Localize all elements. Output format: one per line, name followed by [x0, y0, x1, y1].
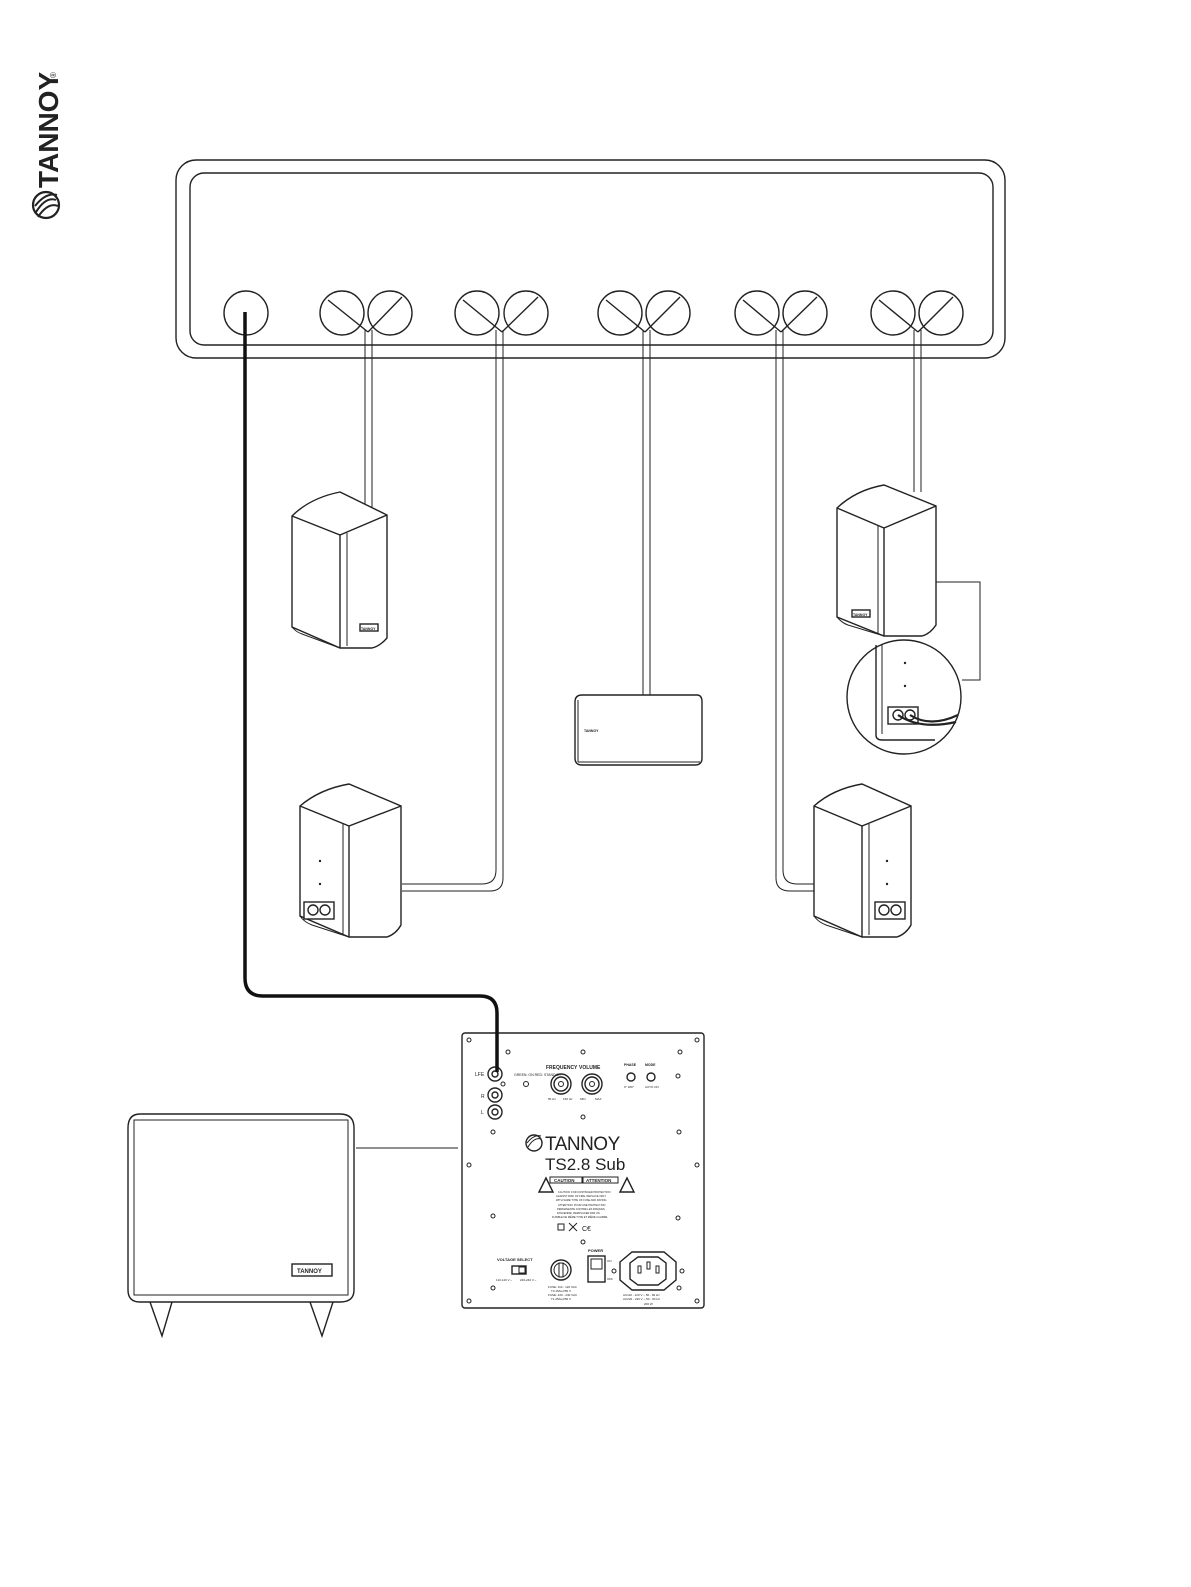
mode-values: AUTO ON	[645, 1085, 659, 1089]
r-input-jack	[487, 1087, 503, 1103]
lfe-label: LFE	[475, 1072, 485, 1078]
power-off-label: OFF	[607, 1277, 613, 1281]
tannoy-logo: TANNOY ®	[31, 72, 64, 220]
attention-warning-icon	[618, 1176, 636, 1193]
tannoy-swirl-icon	[31, 190, 61, 220]
warning-line-1: CAUTION: FOR CONTINUED PROTECTION	[558, 1190, 611, 1194]
status-led	[523, 1081, 529, 1087]
center-badge: TANNOY	[584, 729, 599, 733]
fuse-holder	[550, 1259, 572, 1281]
fuse-line-3: FUSE: 220 - 240 VAC	[548, 1293, 578, 1297]
speaker-wires	[356, 330, 981, 1149]
ac-line-1: AC110 - 120 V ~ 50 - 60 Hz	[623, 1293, 660, 1297]
tannoy-logo-text: TANNOY	[33, 72, 64, 188]
frequency-max-label: 150 Hz	[563, 1097, 573, 1101]
weee-bin-icon	[568, 1222, 578, 1232]
front-left-speaker: TANNOY	[291, 491, 388, 649]
front-right-badge: TANNOY	[853, 613, 868, 617]
panel-model: TS2.8 Sub	[545, 1155, 625, 1174]
registered-mark: ®	[49, 72, 58, 78]
frequency-min-label: 50 Hz	[548, 1097, 556, 1101]
voltage-select-label: VOLTAGE SELECT	[497, 1257, 533, 1262]
fuse-line-4: T1.25AL/250 V	[551, 1297, 571, 1301]
volume-min-label: MIN	[580, 1097, 586, 1101]
mode-switch	[646, 1072, 656, 1082]
fuse-line-1: FUSE: 110 - 120 VAC	[548, 1285, 578, 1289]
receiver-surround-left-terminals	[454, 290, 549, 336]
double-insulation-icon	[557, 1223, 565, 1231]
warning-line-6: D'INCENDIE, REMPLACER PAR UN	[557, 1211, 600, 1215]
ac-watts: 200 W	[644, 1302, 653, 1306]
phase-switch	[626, 1072, 636, 1082]
volume-label: VOLUME	[579, 1065, 601, 1071]
receiver-surround-right-terminals	[734, 290, 828, 336]
power-label: POWER	[588, 1248, 603, 1253]
lfe-input-jack	[487, 1066, 503, 1082]
frequency-label: FREQUENCY	[546, 1065, 578, 1071]
av-receiver	[175, 159, 1006, 359]
input-r-label: R	[481, 1094, 485, 1100]
receiver-center-terminals	[597, 290, 691, 336]
subwoofer-cabinet: TANNOY	[127, 1113, 355, 1339]
subwoofer-rear-panel: LFE R L GREEN: ON RED: STAND BY FREQUENC…	[461, 1032, 705, 1309]
volume-knob	[581, 1073, 603, 1095]
fuse-line-2: T3.15AL/250 V	[551, 1289, 571, 1293]
caution-label: CAUTION	[554, 1178, 575, 1183]
caution-warning-icon	[537, 1176, 555, 1193]
warning-line-3: WITH SAME TYPE OF FUSE AND RATING	[556, 1198, 607, 1202]
status-led-label: GREEN: ON RED: STAND BY	[514, 1073, 562, 1077]
surround-right-speaker	[813, 783, 912, 938]
subwoofer-badge: TANNOY	[297, 1269, 322, 1275]
l-input-jack	[487, 1104, 503, 1120]
frequency-knob	[550, 1073, 572, 1095]
voltage-220-label: 220-240 V ~	[520, 1278, 537, 1282]
receiver-front-left-terminals	[319, 290, 413, 336]
terminal-detail-magnifier	[846, 639, 962, 755]
power-switch	[587, 1255, 606, 1283]
warning-line-5: PERMANENTE CONTRE LES RISQUES	[557, 1207, 605, 1211]
input-l-label: L	[481, 1110, 484, 1116]
mode-label: MODE	[645, 1063, 656, 1067]
front-right-speaker: TANNOY	[836, 484, 937, 637]
warning-line-4: ATTENTION: POUR UNE PROTECTION	[558, 1203, 605, 1207]
phase-label: PHASE	[624, 1063, 637, 1067]
front-left-badge: TANNOY	[361, 627, 376, 631]
lfe-cable	[243, 312, 499, 1072]
ce-mark-icon: C€	[582, 1226, 591, 1233]
volume-max-label: MAX	[595, 1097, 602, 1101]
power-on-label: ON	[607, 1259, 612, 1263]
panel-logo: TANNOY	[545, 1134, 621, 1155]
warning-line-7: FUSIBLE DE MÊME TYPE ET MÊME CALIBRE	[552, 1214, 608, 1219]
receiver-front-right-terminals	[870, 290, 964, 336]
voltage-select-switch	[511, 1265, 527, 1275]
surround-left-speaker	[299, 783, 402, 938]
phase-values: 0° 180°	[624, 1085, 635, 1089]
panel-tannoy-swirl-icon	[525, 1134, 543, 1152]
center-speaker: TANNOY	[574, 694, 703, 766]
ac-line-2: AC220 - 240 V ~ 50 - 60 Hz	[623, 1297, 660, 1301]
warning-line-2: AGAINST RISK OF FIRE, REPLACE ONLY	[556, 1194, 606, 1198]
voltage-110-label: 110-120 V ~	[496, 1278, 512, 1282]
attention-label: ATTENTION	[586, 1178, 611, 1183]
iec-power-socket	[611, 1251, 685, 1291]
